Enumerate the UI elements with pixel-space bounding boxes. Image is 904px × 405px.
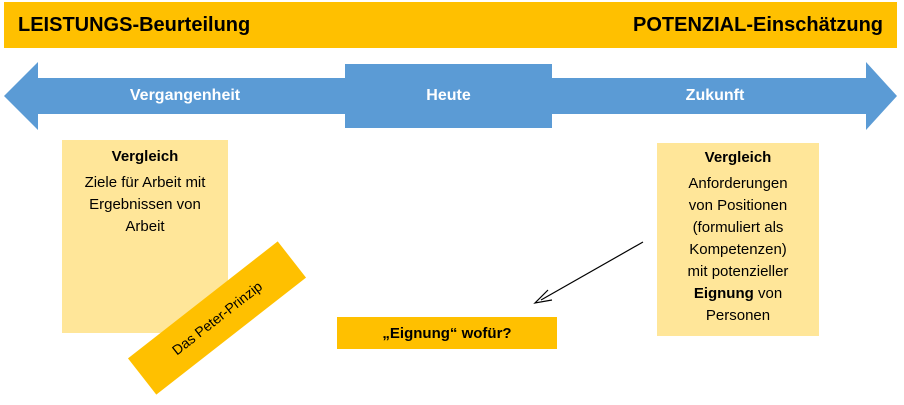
suitability-question-box: „Eignung“ wofür? [337, 317, 557, 349]
header-banner: LEISTUNGS-Beurteilung POTENZIAL-Einschät… [4, 2, 897, 48]
performance-title: LEISTUNGS-Beurteilung [18, 14, 251, 36]
today-block [345, 64, 552, 128]
right-box-line: (formuliert als [692, 219, 784, 236]
left-box-heading: Vergleich [111, 148, 179, 165]
connector-line [540, 241, 644, 301]
eignung-suffix: von [753, 285, 783, 302]
timeline-future-label: Zukunft [685, 87, 745, 104]
left-box-line: Ziele für Arbeit mit [84, 174, 206, 191]
right-box-eignung-line: Eignung von [657, 283, 819, 305]
left-box-line: Arbeit [125, 218, 165, 235]
timeline-past-label: Vergangenheit [129, 87, 241, 104]
right-box-line: Anforderungen [688, 175, 788, 192]
right-box-heading: Vergleich [704, 149, 772, 166]
potential-comparison-box: Vergleich Anforderungen von Positionen (… [657, 143, 819, 336]
double-arrow-shape [4, 62, 897, 130]
right-box-line: Personen [705, 307, 771, 324]
connector-arrowhead [533, 289, 553, 304]
timeline-arrow: Vergangenheit Heute Zukunft [0, 58, 904, 134]
timeline-today-label: Heute [426, 87, 471, 104]
left-box-line: Ergebnissen von [89, 196, 201, 213]
potential-title: POTENZIAL-Einschätzung [633, 14, 883, 36]
right-box-line: von Positionen [688, 197, 788, 214]
right-box-line: mit potenzieller [687, 263, 789, 280]
performance-comparison-box: Vergleich Ziele für Arbeit mit Ergebniss… [62, 140, 228, 333]
eignung-bold-word: Eignung [693, 285, 754, 302]
suitability-question-text: „Eignung“ wofür? [382, 324, 512, 342]
right-box-line: Kompetenzen) [689, 241, 787, 258]
